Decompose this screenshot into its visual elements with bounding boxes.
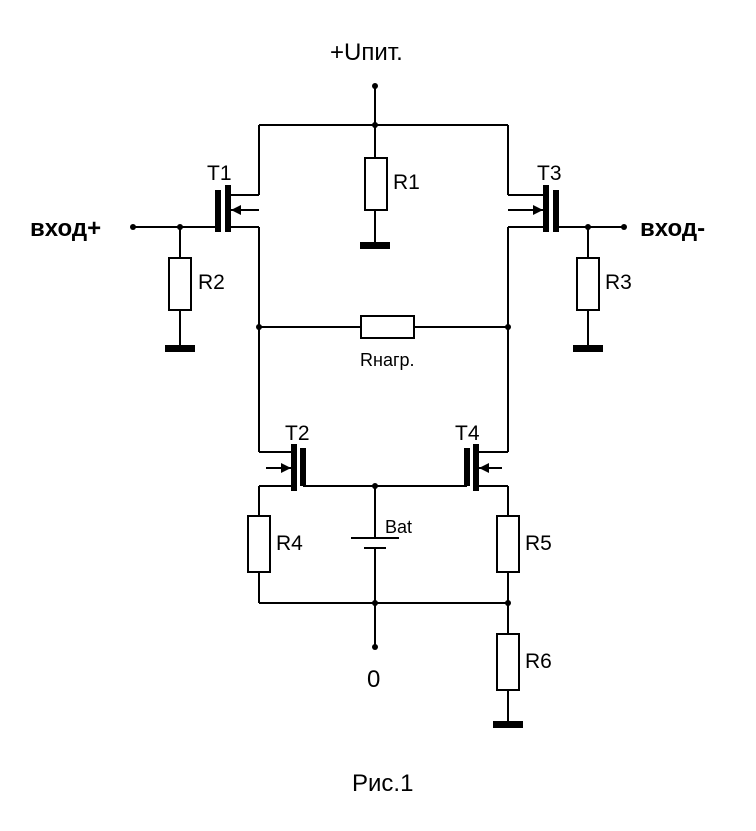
t1-arrow bbox=[231, 205, 241, 215]
t4-label: T4 bbox=[455, 422, 480, 445]
r6-label: R6 bbox=[525, 650, 552, 673]
r5-label: R5 bbox=[525, 532, 552, 555]
t4-arrow bbox=[479, 463, 489, 473]
t1-label: T1 bbox=[207, 162, 232, 185]
junction-load-right bbox=[505, 324, 511, 330]
junction-load-left bbox=[256, 324, 262, 330]
junction-bottom bbox=[372, 600, 378, 606]
resistor-r2 bbox=[168, 257, 192, 311]
ground-r3 bbox=[573, 345, 603, 352]
junction-r6 bbox=[505, 600, 511, 606]
t2-arrow bbox=[281, 463, 291, 473]
t3-arrow bbox=[533, 205, 543, 215]
junction-in-plus bbox=[177, 224, 183, 230]
input-minus-terminal bbox=[621, 224, 627, 230]
r1-label: R1 bbox=[393, 171, 420, 194]
ground-r2 bbox=[165, 345, 195, 352]
resistor-r3 bbox=[576, 257, 600, 311]
resistor-r4 bbox=[247, 515, 271, 573]
r4-label: R4 bbox=[276, 532, 303, 555]
caption: Рис.1 bbox=[352, 770, 413, 797]
t3-label: T3 bbox=[537, 162, 562, 185]
junction-supply bbox=[372, 83, 378, 89]
junction-top bbox=[372, 122, 378, 128]
resistor-r5 bbox=[496, 515, 520, 573]
input-minus-label: вход- bbox=[640, 215, 705, 242]
r2-label: R2 bbox=[198, 271, 225, 294]
r3-label: R3 bbox=[605, 271, 632, 294]
resistor-r6 bbox=[496, 633, 520, 691]
input-plus-label: вход+ bbox=[30, 215, 101, 242]
supply-label: +Uпит. bbox=[330, 39, 403, 66]
zero-terminal bbox=[372, 644, 378, 650]
resistor-r1 bbox=[364, 157, 388, 211]
junction-in-minus bbox=[585, 224, 591, 230]
ground-r6 bbox=[493, 721, 523, 728]
load-label: Rнагр. bbox=[360, 350, 415, 370]
resistor-load bbox=[360, 315, 415, 339]
battery-label: Bat bbox=[385, 517, 412, 537]
junction-gate bbox=[372, 483, 378, 489]
ground-r1 bbox=[360, 242, 390, 249]
input-plus-terminal bbox=[130, 224, 136, 230]
zero-label: 0 bbox=[367, 666, 380, 693]
t2-label: T2 bbox=[285, 422, 310, 445]
